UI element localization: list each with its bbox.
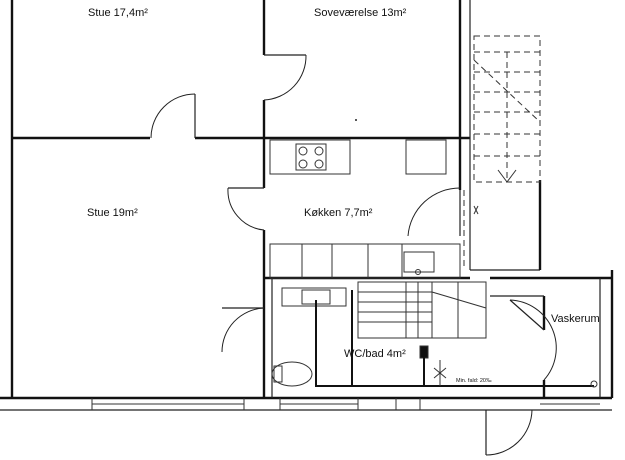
door-stue	[150, 93, 196, 139]
label-stue-top: Stue 17,4m²	[88, 7, 148, 19]
door-wc	[221, 307, 265, 353]
drain-outlet	[590, 380, 598, 388]
walls	[0, 0, 614, 411]
stairs-upper	[463, 35, 541, 270]
door-stairs	[407, 187, 461, 237]
wc-fixtures	[271, 287, 429, 387]
door-vaskerum	[509, 299, 557, 381]
markers	[355, 119, 479, 215]
label-min-fald: Min. fald: 20‰	[456, 378, 492, 384]
door-kitchen	[227, 187, 265, 231]
kitchen-sink	[403, 251, 435, 273]
room-labels: Stue 17,4m² Soveværelse 13m² Stue 19m² K…	[87, 7, 600, 384]
stove-burner	[298, 146, 308, 156]
kitchen-counter-bottom	[269, 243, 461, 279]
label-stue-bottom: Stue 19m²	[87, 207, 138, 219]
stove-burner	[314, 159, 324, 169]
stove-burner	[298, 159, 308, 169]
kitchen-counter-top	[269, 139, 351, 175]
label-vaskerum: Vaskerum	[551, 313, 600, 325]
stove	[295, 143, 327, 171]
label-sovevaerelse: Soveværelse 13m²	[314, 7, 407, 19]
door-bedroom	[263, 54, 307, 101]
stove-burner	[314, 146, 324, 156]
label-kokken: Køkken 7,7m²	[304, 207, 373, 219]
kitchen-fixtures	[269, 139, 461, 279]
windows-bottom	[91, 398, 600, 410]
toilet	[271, 361, 313, 387]
door-exterior	[485, 409, 533, 456]
drain-pipes	[315, 290, 598, 388]
kitchen-cabinet-right	[405, 139, 447, 175]
wc-sink-counter	[281, 287, 347, 307]
stairs-lower	[357, 281, 487, 339]
label-wc-bad: WC/bad 4m²	[344, 348, 406, 360]
doors	[150, 54, 557, 456]
